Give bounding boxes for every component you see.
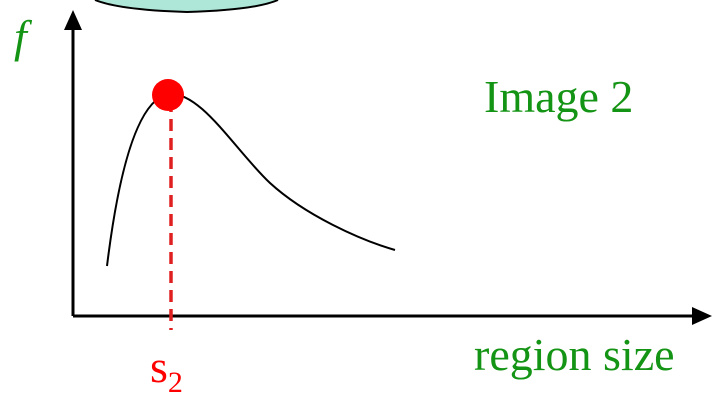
- peak-subscript: 2: [167, 366, 183, 399]
- peak-marker: [152, 79, 184, 111]
- y-axis-label: f: [14, 11, 27, 62]
- x-axis-arrowhead: [692, 307, 712, 325]
- top-ellipse-fragment: [94, 0, 279, 14]
- peak-letter: s: [150, 341, 168, 392]
- response-curve: [106, 92, 396, 267]
- image-title-label: Image 2: [484, 71, 634, 122]
- y-axis-arrowhead: [64, 10, 82, 30]
- x-axis-label: region size: [474, 329, 675, 380]
- peak-size-label: s2: [150, 344, 183, 398]
